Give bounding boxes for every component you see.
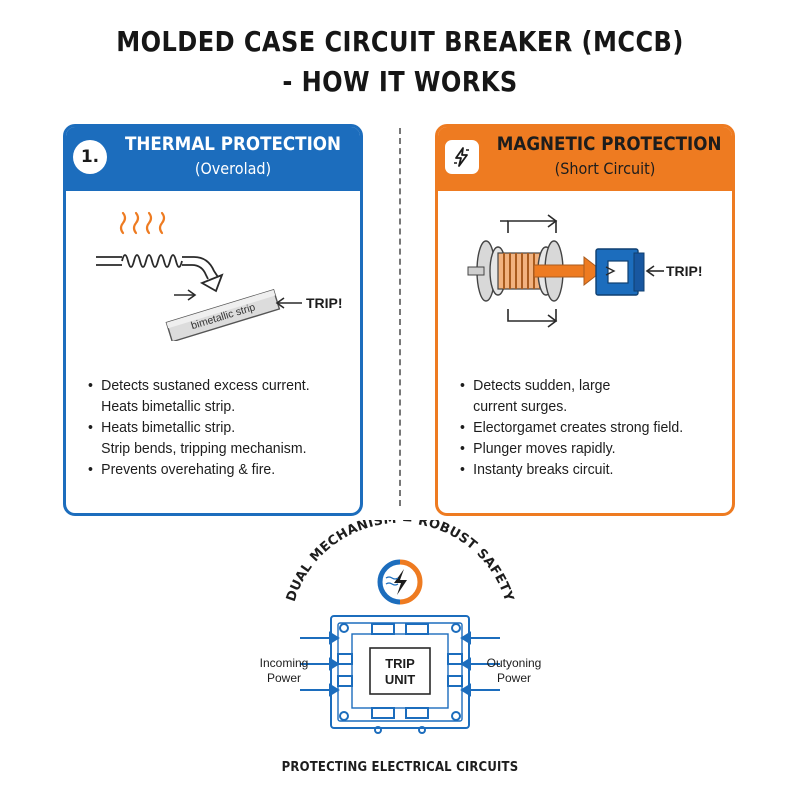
magnetic-bullet-line: Plunger moves rapidly. <box>473 440 616 457</box>
thermal-heading: THERMAL PROTECTION <box>124 133 342 155</box>
magnetic-yoke <box>500 214 558 328</box>
magnetic-bullet-line: Detects sudden, large <box>473 377 611 394</box>
magnetic-bullet-line: Instanty breaks circuit. <box>473 461 614 478</box>
magnetic-bullet-list: Detects sudden, large current surges. Elec… <box>460 375 710 480</box>
magnetic-panel-header: MAGNETIC PROTECTION (Short Circuit) <box>438 127 732 191</box>
magnetic-bullet-item: Instanty breaks circuit. <box>460 459 710 480</box>
footer-tagline: PROTECTING ELECTRICAL CIRCUITS <box>281 760 519 775</box>
thermal-bullet-item: Detects sustaned excess current. Heats bi… <box>88 375 338 417</box>
incoming-arrows-icon <box>300 631 340 697</box>
magnetic-subheading: (Short Circuit) <box>554 159 656 178</box>
trip-latch-block <box>595 248 645 296</box>
thermal-bullet-item: Prevents overehating & fire. <box>88 459 338 480</box>
thermal-number-badge: 1. <box>73 140 107 174</box>
page-title: MOLDED CASE CIRCUIT BREAKER (MCCB) - HOW… <box>56 22 744 102</box>
magnetic-heading: MAGNETIC PROTECTION <box>496 133 722 155</box>
lightning-dual-ring-icon <box>377 559 423 605</box>
incoming-power-line-2: Power <box>266 671 301 685</box>
trip-arrow-icon <box>645 265 664 277</box>
trip-unit-label-1: TRIP <box>385 656 415 671</box>
lightning-icon <box>445 140 479 174</box>
magnetic-illustration: TRIP! <box>467 214 703 328</box>
thermal-panel-header: 1. THERMAL PROTECTION (Overolad) <box>66 127 360 191</box>
magnetic-bullet-item: Detects sudden, large current surges. <box>460 375 710 417</box>
thermal-bullet-line: Detects sustaned excess current. <box>101 377 310 394</box>
magnetic-bullet-line: current surges. <box>473 398 568 415</box>
electromagnet-coil-icon <box>467 240 564 302</box>
thermal-bullet-line: Strip bends, tripping mechanism. <box>101 440 307 457</box>
thermal-bullet-item: Heats bimetallic strip. Strip bends, trip… <box>88 417 338 459</box>
thermal-bullet-line: Heats bimetallic strip. <box>101 398 236 415</box>
outgoing-arrows-icon <box>460 631 500 697</box>
summary-diagram: DUAL MECHANISM = ROBUST SAFETY TRIP UNIT <box>284 520 516 734</box>
heating-coil-icon <box>96 254 224 293</box>
panel-divider <box>399 128 401 506</box>
thermal-bullet-line: Heats bimetallic strip. <box>101 419 236 436</box>
outgoing-power-line-2: Power <box>496 671 531 685</box>
thermal-bullet-line: Prevents overehating & fire. <box>101 461 276 478</box>
thermal-illustration: bimetallic strip TRIP! <box>96 211 343 341</box>
title-line-2: - HOW IT WORKS <box>282 65 518 98</box>
current-arrow-icon <box>174 289 197 301</box>
thermal-protection-panel: 1. THERMAL PROTECTION (Overolad) <box>63 124 363 516</box>
trip-arrow-icon <box>275 297 302 309</box>
thermal-trip-label: TRIP! <box>306 295 343 311</box>
magnetic-bullet-line: Electorgamet creates strong field. <box>473 419 684 436</box>
title-line-1: MOLDED CASE CIRCUIT BREAKER (MCCB) <box>116 25 684 58</box>
incoming-power-line-1: Incoming <box>259 656 309 670</box>
heat-waves-icon <box>119 211 166 235</box>
trip-unit-label-2: UNIT <box>385 672 415 687</box>
magnetic-protection-panel: MAGNETIC PROTECTION (Short Circuit) <box>435 124 735 516</box>
magnetic-trip-label: TRIP! <box>666 263 703 279</box>
incoming-power-label: Incoming Power <box>252 656 316 686</box>
thermal-subheading: (Overolad) <box>194 159 272 178</box>
outgoing-power-label: Outyoning Power <box>478 656 550 686</box>
breaker-body <box>330 615 470 734</box>
thermal-bullet-list: Detects sustaned excess current. Heats bi… <box>88 375 338 480</box>
plunger-arrow-icon <box>533 255 603 287</box>
bimetallic-strip: bimetallic strip <box>165 288 281 341</box>
outgoing-power-line-1: Outyoning <box>486 656 542 670</box>
magnetic-bullet-item: Electorgamet creates strong field. <box>460 417 710 438</box>
magnetic-bullet-item: Plunger moves rapidly. <box>460 438 710 459</box>
